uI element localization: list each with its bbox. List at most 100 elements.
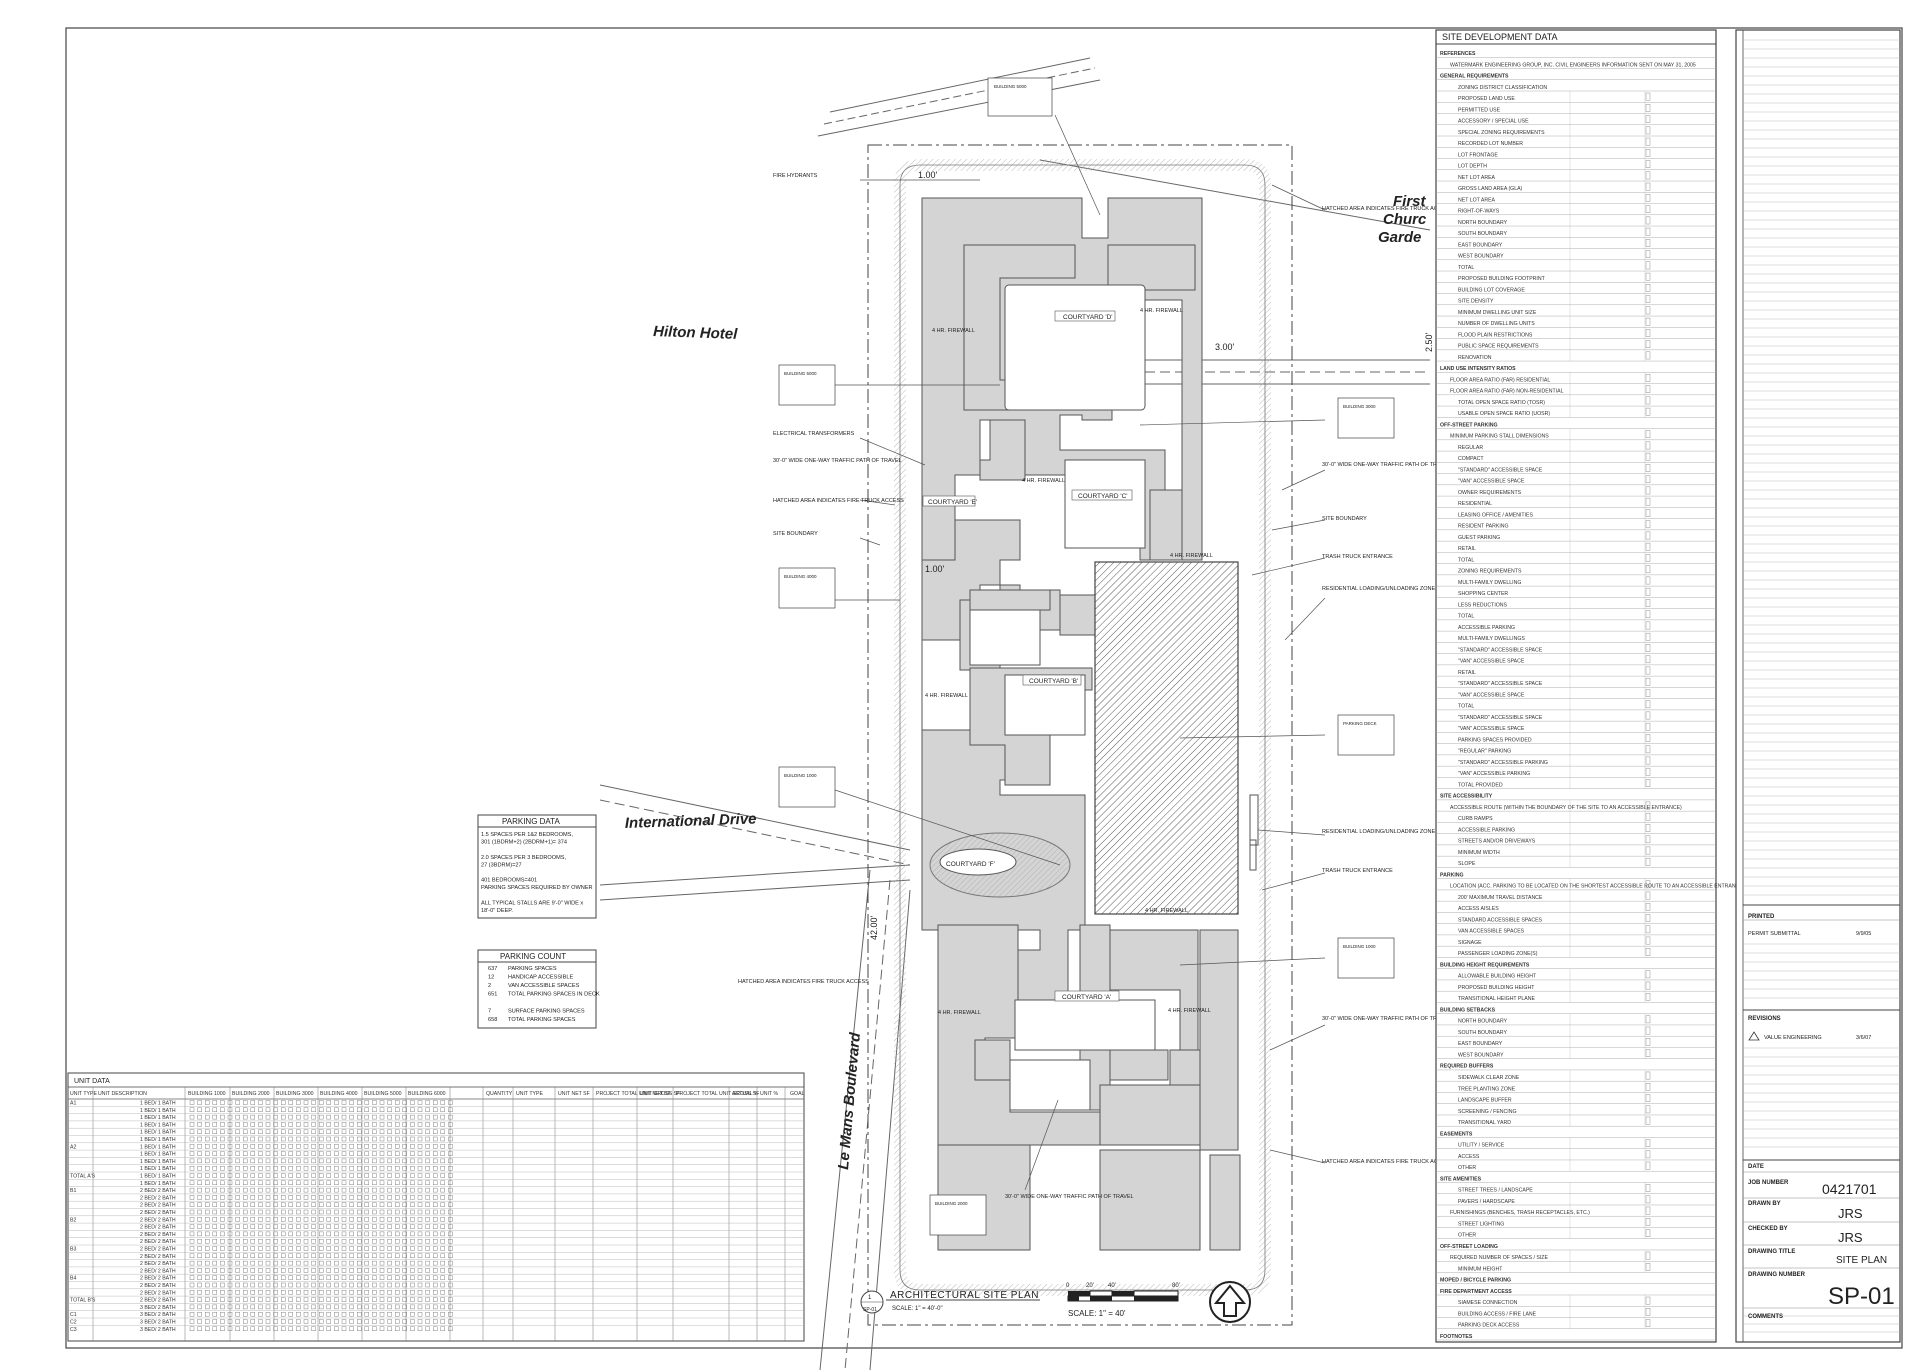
- north-arrow-icon: [1209, 1281, 1251, 1323]
- unit-data-header: UNIT DESCRIPTION: [98, 1091, 147, 1097]
- unit-row-desc: 1 BED/ 1 BATH: [140, 1159, 176, 1165]
- unit-group-label: C3: [70, 1327, 77, 1333]
- unit-group-label: B4: [70, 1276, 76, 1282]
- unit-data-header: GOAL: [790, 1091, 805, 1097]
- site-dev-row: LESS REDUCTIONS: [1458, 602, 1508, 608]
- unit-data-header: ACTUAL %: [732, 1091, 759, 1097]
- tb-revision-1-date: 3/6/07: [1856, 1035, 1871, 1041]
- site-dev-row: "STANDARD" ACCESSIBLE SPACE: [1458, 715, 1543, 721]
- site-dev-row: TRANSITIONAL YARD: [1458, 1120, 1511, 1126]
- unit-data-header: BUILDING 2000: [232, 1091, 270, 1097]
- unit-row-desc: 3 BED/ 2 BATH: [140, 1327, 176, 1333]
- site-dev-row: "STANDARD" ACCESSIBLE SPACE: [1458, 681, 1543, 687]
- site-dev-row: ACCESSIBLE ROUTE (WITHIN THE BOUNDARY OF…: [1450, 805, 1682, 811]
- site-dev-row: OFF-STREET LOADING: [1440, 1244, 1498, 1250]
- unit-row-desc: 1 BED/ 1 BATH: [140, 1115, 176, 1121]
- site-dev-row: MULTI-FAMILY DWELLINGS: [1458, 636, 1525, 642]
- site-dev-row: STREET LIGHTING: [1458, 1221, 1504, 1227]
- courtyard-b: COURTYARD 'B': [1029, 678, 1078, 685]
- church-line-3: Garde: [1378, 229, 1421, 246]
- tb-drawn-label: DRAWN BY: [1748, 1201, 1781, 1207]
- site-dev-row: FLOOR AREA RATIO (FAR) RESIDENTIAL: [1450, 377, 1550, 383]
- unit-row-desc: 2 BED/ 2 BATH: [140, 1290, 176, 1296]
- parking-count-desc: TOTAL PARKING SPACES: [508, 1017, 576, 1023]
- unit-row-desc: 3 BED/ 2 BATH: [140, 1320, 176, 1326]
- site-dev-row: VAN ACCESSIBLE SPACES: [1458, 929, 1525, 935]
- unit-data-header: BUILDING 5000: [364, 1091, 402, 1097]
- site-dev-row: PAVERS / HARDSCAPE: [1458, 1199, 1515, 1205]
- scale-80: 80': [1172, 1283, 1180, 1289]
- parking-data-line: 18'-0" DEEP.: [481, 908, 513, 914]
- unit-group-label: TOTAL A'S: [70, 1174, 96, 1180]
- parking-count-box: [477, 949, 597, 1029]
- site-dev-row: ACCESSIBLE PARKING: [1458, 827, 1515, 833]
- site-dev-row: ACCESS: [1458, 1154, 1480, 1160]
- left-callouts: FIRE HYDRANTS ELECTRICAL TRANSFORMERS 30…: [738, 173, 904, 985]
- site-dev-row: PUBLIC SPACE REQUIREMENTS: [1458, 344, 1539, 350]
- callout-site-boundary: SITE BOUNDARY: [773, 531, 818, 537]
- tb-date-label: DATE: [1748, 1164, 1764, 1170]
- site-dev-row: LANDSCAPE BUFFER: [1458, 1098, 1512, 1104]
- unit-data-header: PROJECT TOTAL UNIT GROSS SF: [676, 1091, 759, 1097]
- svg-text:1: 1: [868, 1295, 872, 1301]
- firewall-1: 4 HR. FIREWALL: [932, 328, 975, 334]
- site-dev-row: FLOOD PLAIN RESTRICTIONS: [1458, 332, 1533, 338]
- parking-count-desc: TOTAL PARKING SPACES IN DECK: [508, 992, 600, 998]
- site-dev-row: REFERENCES: [1440, 51, 1476, 57]
- scale-20: 20': [1086, 1283, 1094, 1289]
- callout-r-2: 30'-0" WIDE ONE-WAY TRAFFIC PATH OF TRAV…: [1322, 462, 1451, 468]
- tb-job-label: JOB NUMBER: [1748, 1180, 1789, 1186]
- site-dev-row: WATERMARK ENGINEERING GROUP, INC. CIVIL …: [1450, 62, 1696, 68]
- site-dev-row: "VAN" ACCESSIBLE SPACE: [1458, 726, 1525, 732]
- parking-data-line: 2.0 SPACES PER 3 BEDROOMS,: [481, 855, 567, 861]
- unit-group-label: TOTAL B'S: [70, 1298, 96, 1304]
- site-dev-row: MINIMUM WIDTH: [1458, 850, 1500, 856]
- site-dev-row: BUILDING LOT COVERAGE: [1458, 287, 1525, 293]
- parking-count-title: PARKING COUNT: [500, 952, 566, 961]
- site-dev-row: RENOVATION: [1458, 355, 1492, 361]
- unit-row-desc: 2 BED/ 2 BATH: [140, 1203, 176, 1209]
- unit-data-header: UNIT GROSS SF: [640, 1091, 680, 1097]
- street-hilton: Hilton Hotel: [653, 323, 739, 343]
- unit-row-desc: 1 BED/ 1 BATH: [140, 1130, 176, 1136]
- site-dev-row: WEST BOUNDARY: [1458, 254, 1504, 260]
- unit-row-desc: 2 BED/ 2 BATH: [140, 1188, 176, 1194]
- site-dev-row: USABLE OPEN SPACE RATIO (UOSR): [1458, 411, 1550, 417]
- site-dev-row: STREETS AND/OR DRIVEWAYS: [1458, 839, 1536, 845]
- site-dev-row: REQUIRED NUMBER OF SPACES / SIZE: [1450, 1255, 1548, 1261]
- site-dev-row: SITE DENSITY: [1458, 299, 1494, 305]
- unit-data-header: BUILDING 4000: [320, 1091, 358, 1097]
- callout-r-8: 30'-0" WIDE ONE-WAY TRAFFIC PATH OF TRAV…: [1322, 1016, 1451, 1022]
- site-dev-row: BUILDING ACCESS / FIRE LANE: [1458, 1311, 1537, 1317]
- site-dev-row: TREE PLANTING ZONE: [1458, 1086, 1516, 1092]
- site-dev-row: MINIMUM DWELLING UNIT SIZE: [1458, 310, 1537, 316]
- unit-row-desc: 2 BED/ 2 BATH: [140, 1239, 176, 1245]
- unit-row-desc: 2 BED/ 2 BATH: [140, 1298, 176, 1304]
- dim-5: 42.00': [869, 915, 879, 940]
- site-dev-row: "VAN" ACCESSIBLE SPACE: [1458, 692, 1525, 698]
- parking-count-qty: 658: [488, 1017, 497, 1023]
- building-tag-8: BUILDING 2000: [935, 1201, 968, 1206]
- scale-40: 40': [1108, 1283, 1116, 1289]
- firewall-2: 4 HR. FIREWALL: [1140, 308, 1183, 314]
- site-dev-row: RECORDED LOT NUMBER: [1458, 141, 1523, 147]
- dim-3: 2.50': [1424, 332, 1434, 352]
- revision-triangle-icon: [1748, 1031, 1760, 1041]
- site-dev-row: RETAIL: [1458, 546, 1476, 552]
- courtyard-labels: COURTYARD 'D' COURTYARD 'E' COURTYARD 'C…: [922, 310, 1133, 1002]
- site-dev-row: REQUIRED BUFFERS: [1440, 1064, 1494, 1070]
- site-dev-row: TOTAL OPEN SPACE RATIO (TOSR): [1458, 400, 1545, 406]
- tb-checked-label: CHECKED BY: [1748, 1226, 1788, 1232]
- parking-count-qty: 2: [488, 983, 491, 989]
- sheet-border: [65, 27, 1903, 1349]
- site-dev-row: NORTH BOUNDARY: [1458, 1019, 1508, 1025]
- unit-data-header: UNIT TYPE: [516, 1091, 543, 1097]
- site-dev-row: BUILDING SETBACKS: [1440, 1007, 1496, 1013]
- site-dev-row: MULTI-FAMILY DWELLING: [1458, 580, 1521, 586]
- tb-permit: PERMIT SUBMITTAL: [1748, 931, 1801, 937]
- parking-data-line: 27 (3BDRM)=27: [481, 862, 522, 868]
- unit-row-desc: 1 BED/ 1 BATH: [140, 1108, 176, 1114]
- site-dev-row: FLOOR AREA RATIO (FAR) NON-RESIDENTIAL: [1450, 389, 1564, 395]
- parking-data-title: PARKING DATA: [502, 817, 560, 826]
